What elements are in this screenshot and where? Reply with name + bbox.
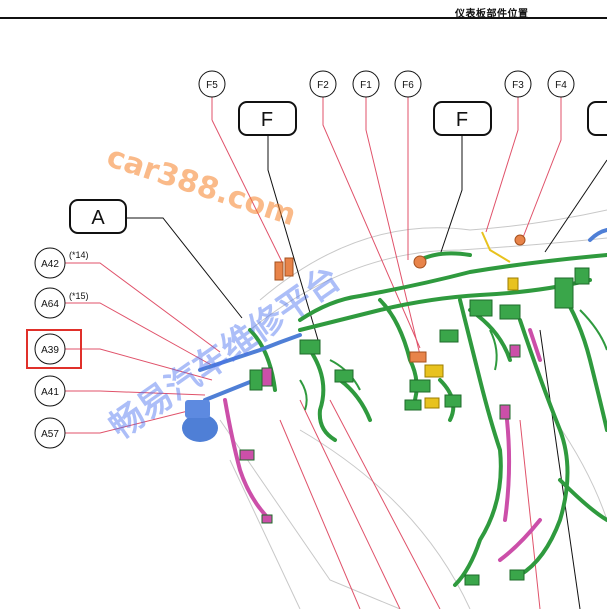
- svg-text:A64: A64: [41, 299, 59, 310]
- svg-text:F2: F2: [317, 80, 329, 91]
- svg-text:A39: A39: [41, 345, 59, 356]
- header-rule: [0, 17, 607, 19]
- svg-text:F: F: [456, 109, 468, 131]
- callout-f1: F1: [352, 70, 380, 98]
- note-a64: (*15): [69, 291, 89, 301]
- callout-f6: F6: [394, 70, 422, 98]
- svg-text:A57: A57: [41, 429, 59, 440]
- page-title: 仪表板部件位置: [455, 9, 529, 20]
- svg-text:F: F: [261, 109, 273, 131]
- callout-f4: F4: [547, 70, 575, 98]
- callout-f3: F3: [504, 70, 532, 98]
- box-callout-f-right: F: [433, 101, 492, 136]
- callout-f2: F2: [309, 70, 337, 98]
- blue-connector-a41: [185, 400, 210, 418]
- wire-harness-pink: [223, 328, 542, 562]
- box-callout-a: A: [69, 199, 127, 234]
- svg-text:A: A: [91, 207, 105, 229]
- leader-lines: [64, 96, 607, 609]
- callout-a57: A57: [34, 417, 66, 449]
- box-callout-f-left: F: [238, 101, 297, 136]
- callout-a64: A64 (*15): [34, 287, 89, 319]
- svg-text:F6: F6: [402, 80, 414, 91]
- callout-f5: F5: [198, 70, 226, 98]
- note-a42: (*14): [69, 250, 89, 260]
- box-callout-partial: [587, 101, 607, 136]
- callout-a42: A42 (*14): [34, 247, 89, 279]
- watermark-site: car388.com: [103, 139, 301, 233]
- callout-a39: A39: [26, 329, 82, 369]
- svg-text:F4: F4: [555, 80, 567, 91]
- wire-harness-main: [248, 251, 607, 587]
- yellow-connectors: [424, 231, 519, 409]
- orange-connectors: [274, 234, 526, 363]
- callout-a41: A41: [34, 375, 66, 407]
- blue-connector-a57: [182, 414, 218, 442]
- a39-highlight-box: [26, 329, 82, 369]
- svg-text:F1: F1: [360, 80, 372, 91]
- svg-text:A42: A42: [41, 259, 59, 270]
- svg-text:F5: F5: [206, 80, 218, 91]
- svg-text:A41: A41: [41, 387, 59, 398]
- connector-blocks: [239, 267, 590, 586]
- svg-text:F3: F3: [512, 80, 524, 91]
